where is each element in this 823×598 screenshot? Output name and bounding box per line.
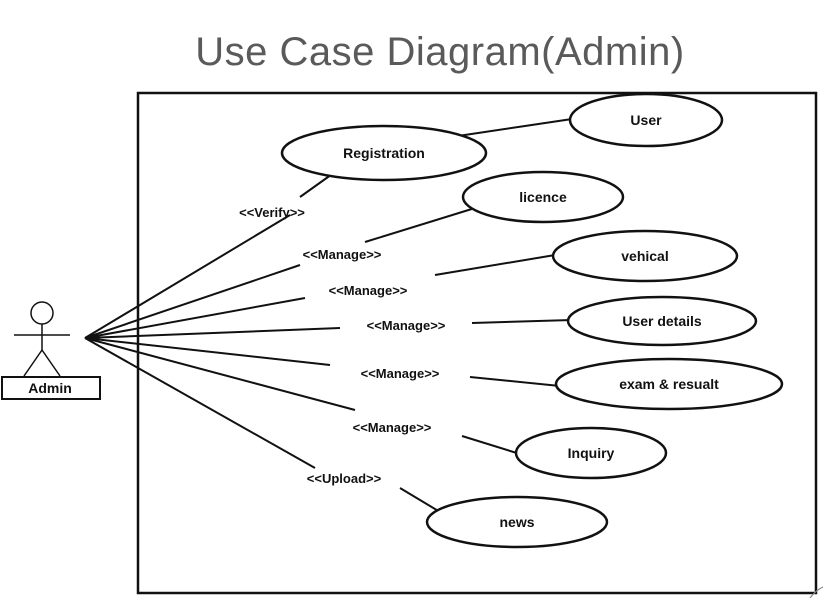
use-case-label: licence xyxy=(519,189,567,205)
use-case-label: User xyxy=(630,112,662,128)
corner-decoration xyxy=(809,586,823,598)
use-case-licence: licence xyxy=(461,170,625,224)
line-manage-vehical xyxy=(434,254,556,276)
line-manage-exam xyxy=(469,376,561,387)
use-case-user-details: User details xyxy=(566,295,758,347)
use-case-news: news xyxy=(425,495,609,549)
line-admin-manage-vehical xyxy=(84,297,306,339)
stereotype-manage-inquiry: <<Manage>> xyxy=(353,420,432,435)
associations xyxy=(84,118,573,513)
line-admin-verify xyxy=(84,214,291,339)
actor-label: Admin xyxy=(28,380,72,396)
use-case-label: Inquiry xyxy=(568,445,615,461)
use-case-exam-result: exam & resualt xyxy=(554,357,784,411)
use-case-user: User xyxy=(568,92,724,148)
actor-right-leg xyxy=(41,349,61,377)
line-admin-manage-inquiry xyxy=(84,337,356,411)
use-case-label: exam & resualt xyxy=(619,376,719,392)
stereotype-manage-user-details: <<Manage>> xyxy=(367,318,446,333)
actor-head xyxy=(30,301,54,325)
use-case-inquiry: Inquiry xyxy=(514,426,668,480)
use-case-vehical: vehical xyxy=(551,229,739,283)
actor-label-box xyxy=(1,376,101,400)
actor-left-leg xyxy=(23,349,43,377)
page-title: Use Case Diagram(Admin) xyxy=(195,30,685,74)
stereotype-upload: <<Upload>> xyxy=(307,471,382,486)
stereotype-verify: <<Verify>> xyxy=(239,205,305,220)
line-manage-licence xyxy=(364,207,476,243)
line-upload-news xyxy=(399,487,441,513)
line-registration-user xyxy=(457,118,573,137)
stereotype-manage-vehical: <<Manage>> xyxy=(329,283,408,298)
line-manage-inquiry xyxy=(461,435,521,455)
line-admin-upload xyxy=(84,337,316,469)
stereotype-manage-exam: <<Manage>> xyxy=(361,366,440,381)
line-manage-user-details xyxy=(471,319,573,324)
line-admin-manage-user-details xyxy=(84,327,341,339)
line-admin-manage-licence xyxy=(84,264,301,339)
actor-admin xyxy=(14,301,70,377)
use-case-label: vehical xyxy=(621,248,668,264)
line-admin-manage-exam xyxy=(84,337,331,366)
use-case-label: Registration xyxy=(343,145,425,161)
use-case-label: User details xyxy=(622,313,702,329)
use-case-label: news xyxy=(499,514,534,530)
use-case-registration: Registration xyxy=(280,124,488,182)
stereotype-manage-licence: <<Manage>> xyxy=(303,247,382,262)
